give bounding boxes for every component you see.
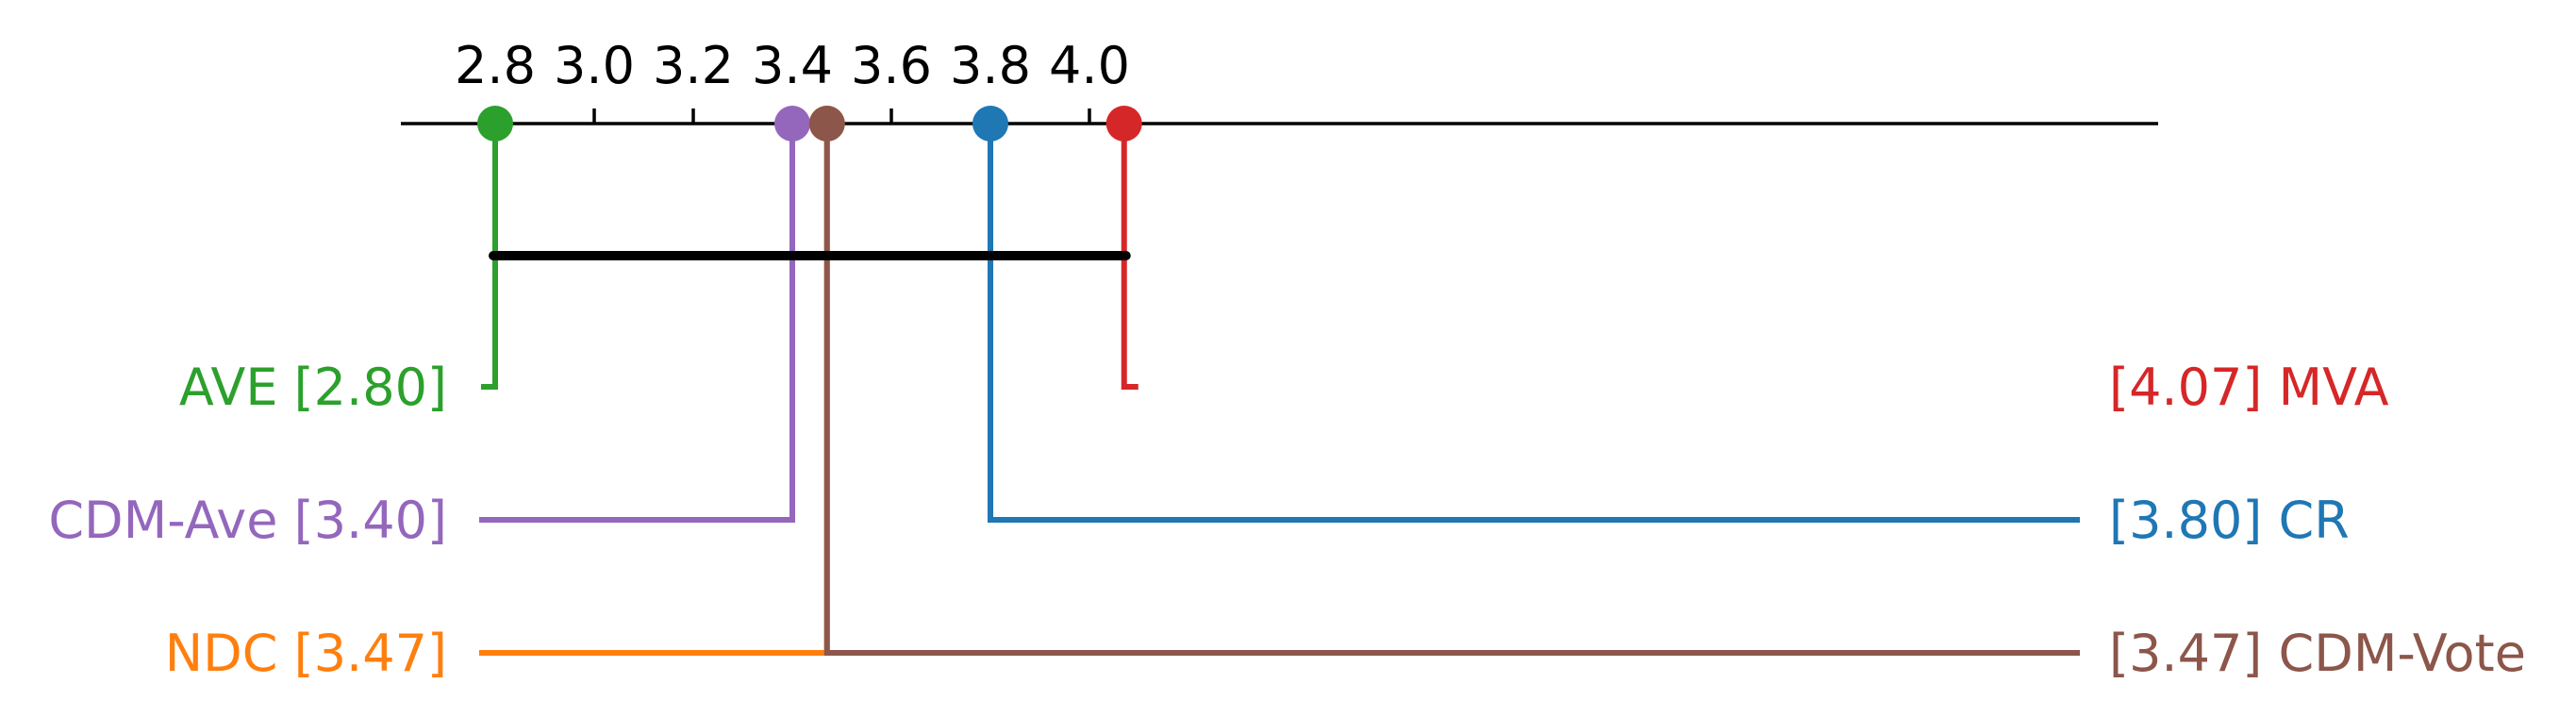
connector-ndc [479,124,830,656]
method-label-ave: AVE [2.80] [179,358,447,417]
connector-cdm-ave [479,124,795,523]
method-label-cdm-ave: CDM-Ave [3.40] [48,491,447,550]
method-connectors [479,124,2080,656]
connector-ave [481,124,498,390]
tick-label: 3.8 [950,36,1031,95]
rank-marker-ave [477,106,513,142]
method-labels: AVE [2.80] CDM-Ave [3.40] NDC [3.47] [4.07]… [48,358,2526,683]
method-label-cr: [3.80] CR [2109,491,2350,550]
rank-markers [477,106,1142,142]
rank-marker-cr [972,106,1008,142]
rank-axis: 2.8 3.0 3.2 3.4 3.6 3.8 4.0 [401,36,2158,125]
tick-label: 3.4 [752,36,833,95]
connector-mva [1121,124,1138,390]
rank-marker-mva [1105,106,1142,142]
connector-cdm-vote [823,124,2080,656]
tick-label: 4.0 [1049,36,1130,95]
rank-marker-cdm-vote [808,106,845,142]
tick-label: 3.2 [653,36,734,95]
tick-label: 2.8 [455,36,536,95]
connector-cr [988,124,2080,523]
tick-label: 3.6 [851,36,932,95]
tick-label: 3.0 [554,36,635,95]
rank-marker-cdm-ave [774,106,810,142]
method-label-ndc: NDC [3.47] [165,624,447,683]
method-label-cdm-vote: [3.47] CDM-Vote [2109,624,2526,683]
method-label-mva: [4.07] MVA [2109,358,2389,417]
